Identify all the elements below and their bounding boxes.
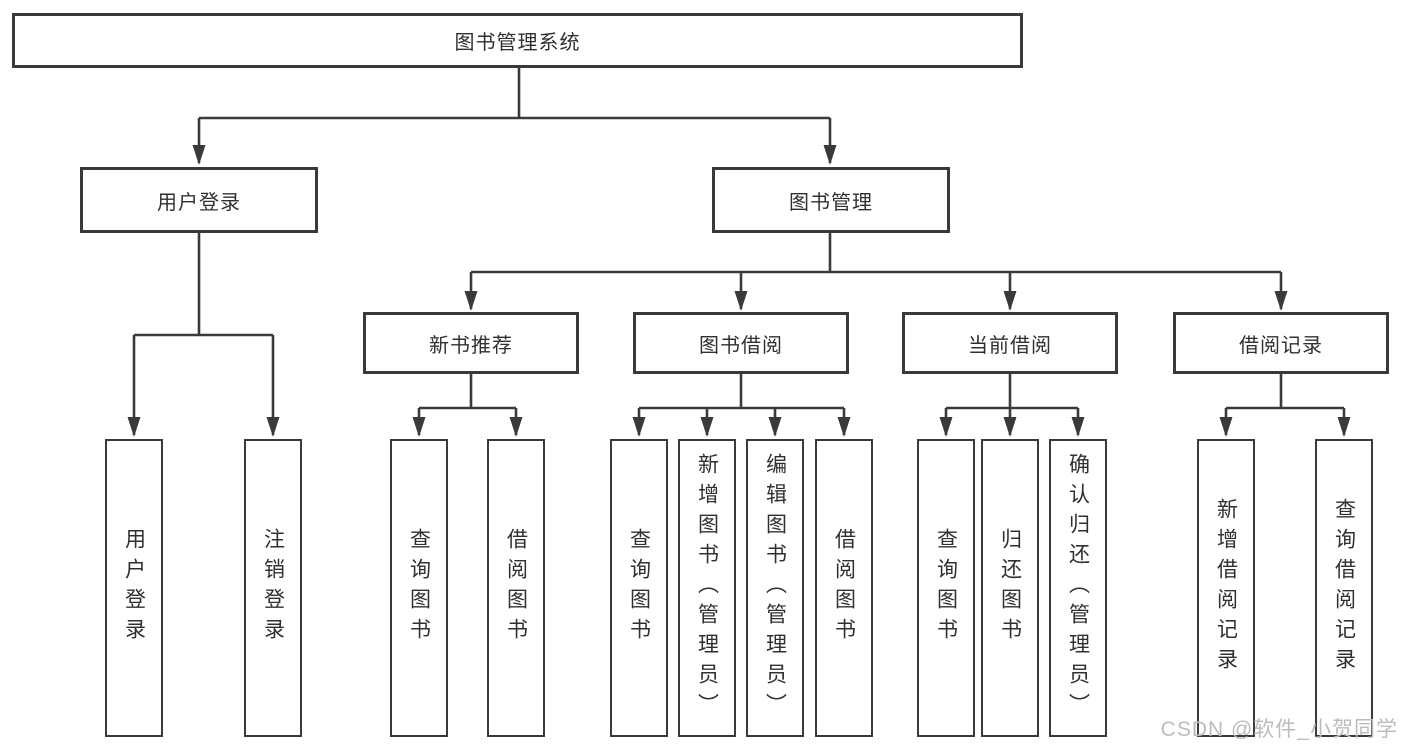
leaf-label: 注销登录 [261, 528, 285, 648]
leaf-label: 查询图书 [627, 528, 651, 648]
node-leaf-query-books-3: 查询图书 [917, 439, 975, 737]
node-current-borrow: 当前借阅 [902, 312, 1118, 374]
node-user-login: 用户登录 [80, 167, 318, 233]
node-leaf-borrow-books-2: 借阅图书 [815, 439, 873, 737]
leaf-label: 查询图书 [934, 528, 958, 648]
node-user-login-label: 用户登录 [157, 191, 241, 214]
node-leaf-edit-books-admin: 编辑图书（管理员） [746, 439, 804, 737]
node-leaf-logout: 注销登录 [244, 439, 302, 737]
node-book-mgmt: 图书管理 [712, 167, 950, 233]
node-new-book-rec: 新书推荐 [363, 312, 579, 374]
node-borrow-records: 借阅记录 [1173, 312, 1389, 374]
leaf-label: 确认归还（管理员） [1066, 453, 1090, 723]
node-leaf-query-borrow-record: 查询借阅记录 [1315, 439, 1373, 737]
node-book-borrow-label: 图书借阅 [699, 334, 783, 357]
node-borrow-records-label: 借阅记录 [1239, 334, 1323, 357]
node-leaf-add-books-admin: 新增图书（管理员） [678, 439, 736, 737]
node-leaf-user-login: 用户登录 [105, 439, 163, 737]
node-leaf-add-borrow-record: 新增借阅记录 [1197, 439, 1255, 737]
leaf-label: 用户登录 [122, 528, 146, 648]
node-root-label: 图书管理系统 [454, 32, 581, 54]
node-current-borrow-label: 当前借阅 [968, 334, 1052, 357]
leaf-label: 新增借阅记录 [1214, 498, 1238, 678]
node-new-book-rec-label: 新书推荐 [429, 334, 513, 357]
connector-group [127, 68, 1351, 437]
leaf-label: 借阅图书 [504, 528, 528, 648]
leaf-label: 新增图书（管理员） [695, 453, 719, 723]
leaf-label: 编辑图书（管理员） [763, 453, 787, 723]
node-root: 图书管理系统 [12, 13, 1023, 68]
leaf-label: 借阅图书 [832, 528, 856, 648]
leaf-label: 查询图书 [407, 528, 431, 648]
csdn-watermark: CSDN @软件_小贺同学 [1160, 718, 1398, 741]
node-leaf-borrow-books-1: 借阅图书 [487, 439, 545, 737]
node-leaf-query-books-2: 查询图书 [610, 439, 668, 737]
leaf-label: 归还图书 [998, 528, 1022, 648]
leaf-label: 查询借阅记录 [1332, 498, 1356, 678]
node-leaf-confirm-return-admin: 确认归还（管理员） [1049, 439, 1107, 737]
node-book-mgmt-label: 图书管理 [789, 191, 873, 214]
node-book-borrow: 图书借阅 [633, 312, 849, 374]
node-leaf-query-books-1: 查询图书 [390, 439, 448, 737]
node-leaf-return-books: 归还图书 [981, 439, 1039, 737]
